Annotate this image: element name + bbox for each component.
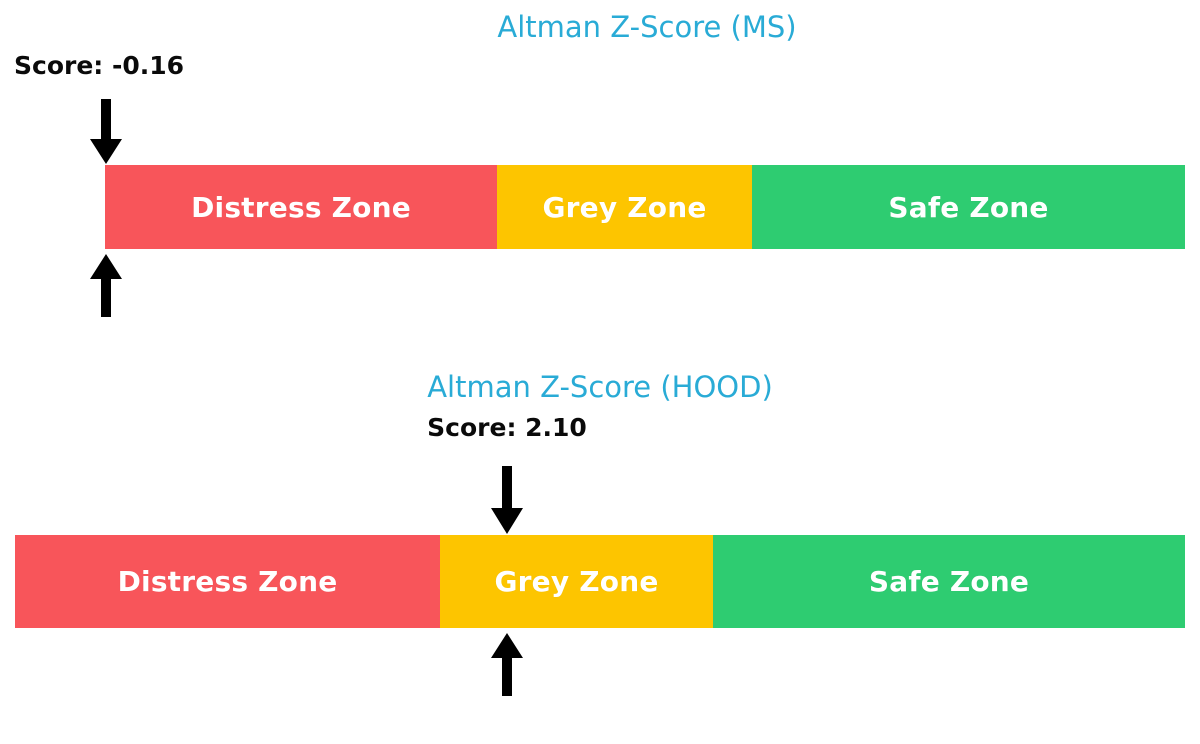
chart-title-ms: Altman Z-Score (MS) <box>497 10 797 44</box>
zone-label-distress-hood: Distress Zone <box>117 565 338 598</box>
zone-grey-hood[interactable]: Grey Zone <box>440 535 713 628</box>
score-marker-down-arrow-hood <box>487 466 527 535</box>
zone-distress-ms[interactable]: Distress Zone <box>105 165 497 249</box>
zone-distress-hood[interactable]: Distress Zone <box>15 535 440 628</box>
zone-safe-hood[interactable]: Safe Zone <box>713 535 1185 628</box>
chart-title-hood: Altman Z-Score (HOOD) <box>427 370 773 404</box>
zone-label-safe-ms: Safe Zone <box>888 190 1049 224</box>
score-marker-up-arrow-ms <box>86 254 126 318</box>
zscore-gauge-hood: Distress Zone Grey Zone Safe Zone <box>15 535 1185 628</box>
chart-panel-ms: Altman Z-Score (MS) Score: -0.16 Distres… <box>0 0 1200 340</box>
zscore-gauge-ms: Distress Zone Grey Zone Safe Zone <box>105 165 1185 249</box>
zone-grey-ms[interactable]: Grey Zone <box>497 165 752 249</box>
score-marker-down-arrow-ms <box>86 99 126 165</box>
zone-label-distress-ms: Distress Zone <box>191 190 411 224</box>
zone-safe-ms[interactable]: Safe Zone <box>752 165 1185 249</box>
chart-panel-hood: Altman Z-Score (HOOD) Score: 2.10 Distre… <box>0 340 1200 744</box>
score-label-ms: Score: -0.16 <box>14 51 185 80</box>
zone-label-grey-ms: Grey Zone <box>542 190 707 224</box>
score-label-hood: Score: 2.10 <box>427 413 587 442</box>
zone-label-safe-hood: Safe Zone <box>868 565 1030 598</box>
score-marker-up-arrow-hood <box>487 633 527 697</box>
zone-label-grey-hood: Grey Zone <box>494 565 659 598</box>
